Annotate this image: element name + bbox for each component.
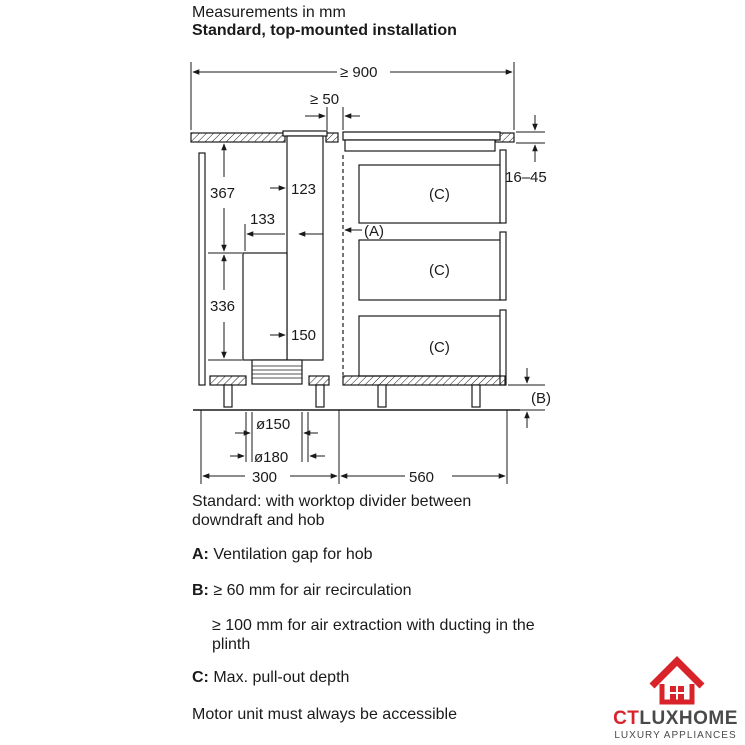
- dim-dia-inner: ø150: [256, 416, 290, 433]
- dim-gap-top: ≥ 50: [310, 91, 339, 108]
- header-measurements: Measurements in mm: [192, 4, 346, 21]
- drawer-bottom: [358, 315, 502, 377]
- drawer-front-bottom: [499, 309, 507, 386]
- drawer-front-middle: [499, 231, 507, 301]
- brand-name: CTLUXHOME: [608, 708, 743, 730]
- dim-total-width: ≥ 900: [340, 64, 377, 81]
- label-gap-a: (A): [364, 223, 384, 240]
- legend-a: A: Ventilation gap for hob: [192, 545, 373, 564]
- legend-standard-text: Standard: with worktop divider between d…: [192, 493, 472, 529]
- label-plinth-b: (B): [531, 390, 551, 407]
- dim-cabinet-right: 560: [409, 469, 434, 486]
- brand-tagline: LUXURY APPLIANCES: [614, 730, 737, 741]
- dim-unit-width: 133: [250, 211, 275, 228]
- downdraft-column: [286, 135, 324, 361]
- motor-outlet: [251, 359, 303, 385]
- brand-ct: CT: [613, 708, 640, 729]
- drawer-front-top: [499, 149, 507, 224]
- dim-worktop-thickness: 16–45: [505, 169, 547, 186]
- house-icon: [649, 656, 705, 705]
- base-mid: [308, 375, 330, 386]
- legend-note: Motor unit must always be accessible: [192, 705, 457, 724]
- legend-c-key: C:: [192, 669, 209, 686]
- legend-note-text: Motor unit must always be accessible: [192, 706, 457, 723]
- drawer-middle: [358, 239, 502, 301]
- legend-b-key: B:: [192, 582, 209, 599]
- legend-c-text: Max. pull-out depth: [213, 669, 350, 686]
- motor-outlet-ribs: [252, 365, 302, 379]
- dim-duct-top: 123: [291, 181, 316, 198]
- downdraft-cap: [282, 130, 328, 137]
- header-installation-type: Standard, top-mounted installation: [192, 22, 457, 39]
- hob-top: [342, 131, 501, 141]
- dim-dia-outer: ø180: [254, 449, 288, 466]
- legend-a-text: Ventilation gap for hob: [213, 546, 373, 563]
- dim-motor-height: 336: [210, 298, 235, 315]
- brand-luxhome: LUXHOME: [639, 708, 738, 729]
- label-drawer-c-1: (C): [429, 186, 450, 203]
- legend-b-extra: ≥ 100 mm for air extraction with ducting…: [212, 616, 542, 654]
- legend-c: C: Max. pull-out depth: [192, 668, 349, 687]
- brand-logo: CTLUXHOME LUXURY APPLIANCES: [608, 652, 743, 742]
- label-drawer-c-3: (C): [429, 339, 450, 356]
- legend-a-key: A:: [192, 546, 209, 563]
- legend-b: B: ≥ 60 mm for air recirculation: [192, 581, 412, 600]
- worktop-left: [190, 132, 286, 143]
- dim-cabinet-left: 300: [252, 469, 277, 486]
- base-right: [342, 375, 506, 386]
- dim-duct-bottom: 150: [291, 327, 316, 344]
- motor-unit: [242, 252, 288, 361]
- worktop-divider: [325, 132, 339, 143]
- cabinet-feet: [223, 384, 481, 408]
- cabinet-left-side: [198, 152, 206, 386]
- legend-standard: Standard: with worktop divider between d…: [192, 492, 522, 530]
- label-drawer-c-2: (C): [429, 262, 450, 279]
- dim-upper-height: 367: [210, 185, 235, 202]
- hob-body: [344, 139, 496, 152]
- legend-b-text2: ≥ 100 mm for air extraction with ducting…: [212, 617, 535, 653]
- base-left: [209, 375, 247, 386]
- legend-b-text: ≥ 60 mm for air recirculation: [213, 582, 412, 599]
